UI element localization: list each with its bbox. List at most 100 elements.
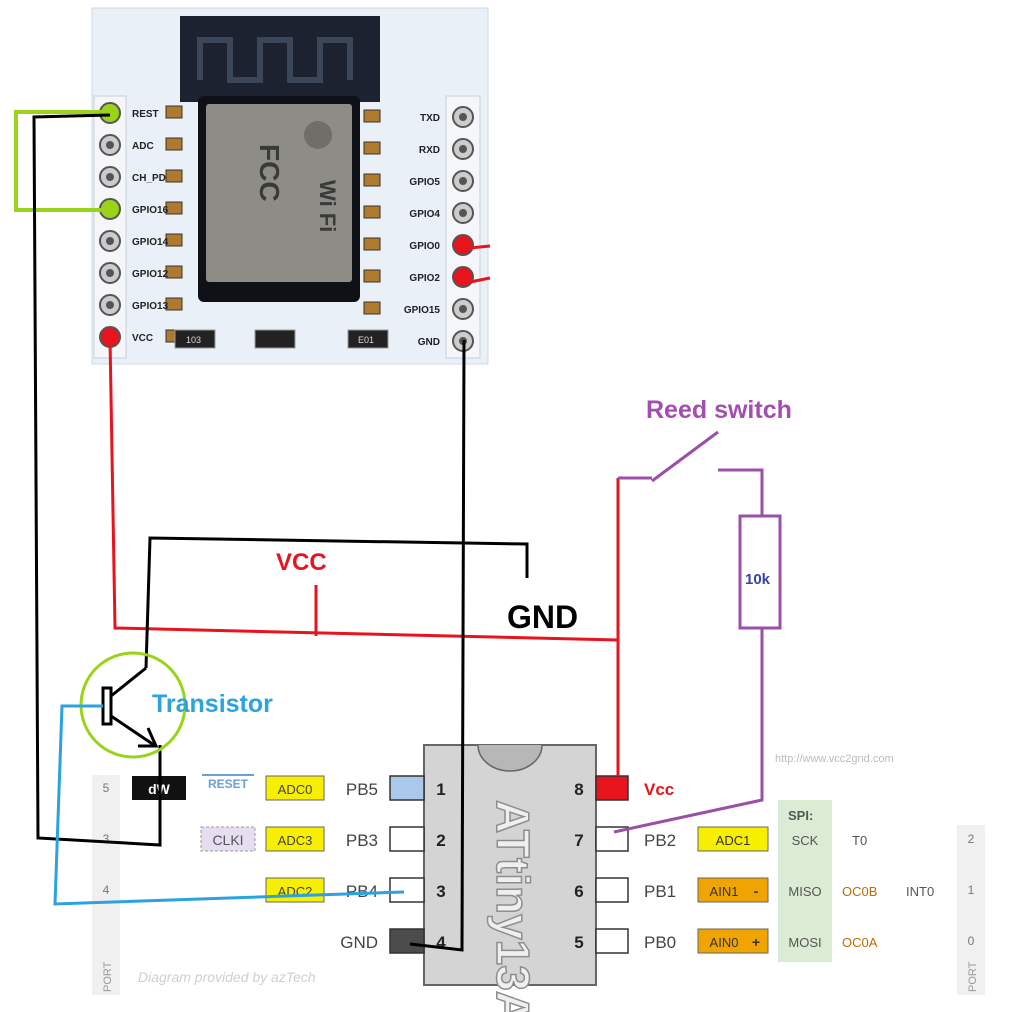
label-transistor: Transistor [152,690,273,718]
adc-badge [265,877,325,903]
chip-wifi-text: Wi Fi [315,180,340,232]
left-pad [165,137,183,151]
port-number: 1 [968,883,975,897]
func-badge [697,928,769,954]
antenna-area [180,16,380,102]
port-number: 0 [968,934,975,948]
attiny-port-label: Vcc [644,780,674,799]
right-pin-hole-center [459,177,467,185]
attiny-pin-box [595,775,629,801]
right-pad-group [363,109,381,347]
transistor-emitter [110,714,155,747]
attiny-pin-number: 1 [436,780,445,799]
right-holes [452,106,474,352]
right-pad [363,173,381,187]
attiny-pin-box [389,928,425,954]
label-reed-switch: Reed switch [646,396,792,424]
right-pad [363,301,381,315]
port-label-right: PORT [967,961,979,992]
right-pad [363,237,381,251]
attiny-pin-number: 5 [574,933,583,952]
left-pad [165,105,183,119]
wire-vcc-module [108,337,619,642]
wire-gpio0-stub [469,244,491,250]
adc-badge [265,775,325,801]
attiny-pin-box [595,826,629,852]
attiny-port-label: PB0 [644,933,676,952]
port-number: 3 [103,832,110,846]
right-pin-hole-center [459,113,467,121]
extra-label: OC0B [842,884,877,899]
attiny-pin-number: 8 [574,780,583,799]
right-pin-hole [452,266,474,288]
transistor-base-bar [101,686,113,726]
smd-label-1: 103 [186,335,201,345]
attiny-pin-box [389,877,425,903]
spi-block [778,800,832,962]
credit-text: Diagram provided by azTech [138,969,316,985]
left-pin-label: GPIO13 [132,301,169,312]
reed-switch-blade [651,430,719,483]
smd-part-3 [347,329,389,349]
label-gnd: GND [507,599,578,635]
right-pin-hole-center [459,145,467,153]
left-pin-hole-center [106,141,114,149]
left-pin-hole-center [106,237,114,245]
chip-name: ATtiny13A [487,800,539,1012]
right-pin-hole-center [459,209,467,217]
left-pad [165,297,183,311]
resistor-10k [738,514,782,630]
spi-label: SCK [792,833,819,848]
attiny-pin-number: 4 [436,933,446,952]
left-pin-label: ADC [132,141,154,152]
left-pin-hole-center [106,301,114,309]
attiny-port-label: PB3 [346,831,378,850]
right-pin-label: RXD [419,145,440,156]
chip-notch [477,744,543,772]
port-label-left: PORT [102,961,114,992]
smd-part-1 [174,329,216,349]
func-badge [697,877,769,903]
attiny-port-label: PB5 [346,780,378,799]
port-strip-right [957,825,985,995]
extra-label: T0 [852,833,867,848]
left-pin-hole-center [106,173,114,181]
left-pin-label: REST [132,109,159,120]
wire-reset-gpio16 [14,110,110,212]
right-pin-label: GND [418,337,440,348]
right-pad [363,141,381,155]
right-pin-hole [452,234,474,256]
left-pin-label: GPIO14 [132,237,169,248]
right-pad [363,205,381,219]
attiny-pin-box [595,928,629,954]
extra2-label: INT0 [906,884,934,899]
clki-label: CLKI [212,832,243,848]
right-pin-label: GPIO0 [409,241,440,252]
wire-reset-to-transistor [32,113,162,847]
wire-gpio2-stub [469,276,491,284]
attiny-pin-box [595,877,629,903]
left-pin-hole-center [106,269,114,277]
wire-transistor-base [53,704,405,906]
attiny-pin-number: 6 [574,882,583,901]
func-badge-label: ADC1 [716,833,751,848]
reset-label: RESET [208,777,249,791]
wire-resistor-to-pb2 [613,628,764,834]
extra-label: OC0A [842,935,878,950]
port-strip-left [92,775,120,995]
resistor-label: 10k [745,571,771,588]
spi-label: MOSI [788,935,821,950]
left-pad [165,233,183,247]
right-pad [363,269,381,283]
right-pin-label: GPIO2 [409,273,440,284]
attiny-port-label: PB1 [644,882,676,901]
attiny-chip [423,744,597,986]
func-badge-label: AIN1 [710,884,739,899]
right-pin-label: TXD [420,113,440,124]
attiny-pin-number: 7 [574,831,583,850]
right-pin-hole-center [459,305,467,313]
adc-badge-label: ADC3 [278,833,313,848]
